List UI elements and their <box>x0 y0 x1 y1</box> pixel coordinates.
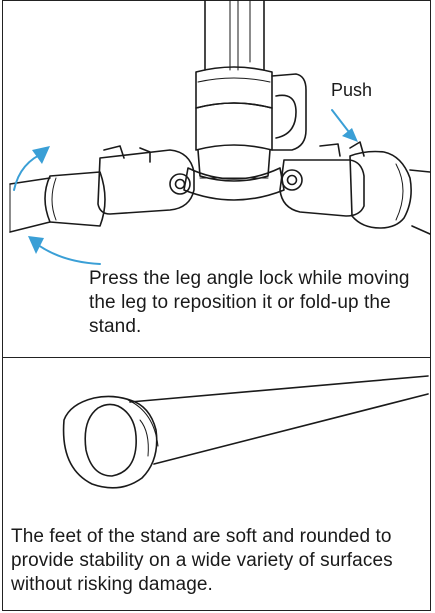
leg-angle-lock-caption: Press the leg angle lock while moving th… <box>89 268 410 337</box>
push-label: Push <box>331 80 373 100</box>
section-divider <box>2 357 431 358</box>
stand-feet-caption: The feet of the stand are soft and round… <box>11 526 393 595</box>
